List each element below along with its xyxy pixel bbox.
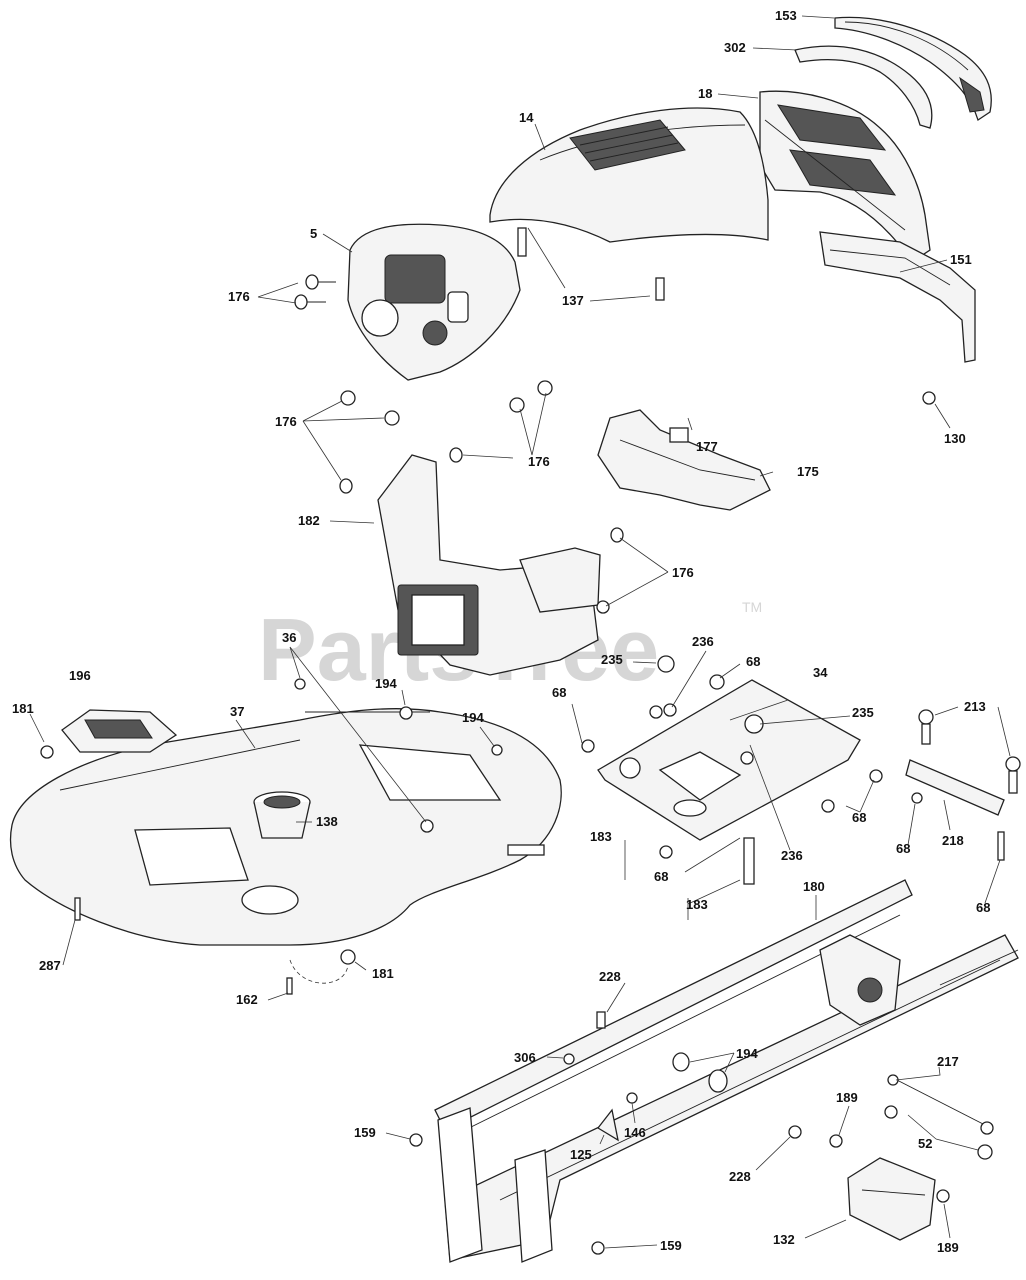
part-34-steering-plate[interactable] [597, 679, 861, 841]
label-159[interactable]: 159 [354, 1125, 376, 1140]
label-235-b[interactable]: 235 [852, 705, 874, 720]
part-176-bolts-upper[interactable] [294, 274, 336, 310]
part-frame-fasteners[interactable] [409, 1011, 993, 1255]
part-302-trim[interactable] [794, 45, 933, 129]
part-151-bracket[interactable] [819, 231, 976, 363]
label-138[interactable]: 138 [316, 814, 338, 829]
label-68-c[interactable]: 68 [852, 810, 866, 825]
part-218-drag-link[interactable] [905, 759, 1005, 816]
label-68-d[interactable]: 68 [896, 841, 910, 856]
label-132[interactable]: 132 [773, 1232, 795, 1247]
label-181-b[interactable]: 181 [372, 966, 394, 981]
label-180[interactable]: 180 [803, 879, 825, 894]
part-153-hood-trim[interactable] [834, 16, 992, 122]
label-236-b[interactable]: 236 [781, 848, 803, 863]
label-235[interactable]: 235 [601, 652, 623, 667]
label-194-b[interactable]: 194 [462, 710, 484, 725]
part-137-pin[interactable] [655, 277, 665, 301]
label-153[interactable]: 153 [775, 8, 797, 23]
label-306[interactable]: 306 [514, 1050, 536, 1065]
part-5-dash-panel[interactable] [347, 223, 521, 381]
label-181[interactable]: 181 [12, 701, 34, 716]
label-228-b[interactable]: 228 [729, 1169, 751, 1184]
label-151[interactable]: 151 [950, 252, 972, 267]
part-177-clip[interactable] [669, 427, 689, 443]
part-plate-fasteners[interactable] [581, 655, 883, 885]
callout-labels: 153 302 18 14 5 176 137 151 130 176 176 … [12, 8, 990, 1255]
label-37[interactable]: 37 [230, 704, 244, 719]
part-14-hood[interactable] [489, 107, 769, 257]
label-159-b[interactable]: 159 [660, 1238, 682, 1253]
label-183[interactable]: 183 [590, 829, 612, 844]
part-189-screw[interactable] [936, 1189, 950, 1203]
part-130-screw[interactable] [922, 391, 936, 405]
label-146[interactable]: 146 [624, 1125, 646, 1140]
label-302[interactable]: 302 [724, 40, 746, 55]
label-194-c[interactable]: 194 [736, 1046, 758, 1061]
label-176-c[interactable]: 176 [528, 454, 550, 469]
label-287[interactable]: 287 [39, 958, 61, 973]
leader-lines [29, 15, 1011, 1249]
label-162[interactable]: 162 [236, 992, 258, 1007]
part-217-rod[interactable] [887, 1074, 994, 1135]
label-176-b[interactable]: 176 [275, 414, 297, 429]
label-125[interactable]: 125 [570, 1147, 592, 1162]
label-182[interactable]: 182 [298, 513, 320, 528]
label-34[interactable]: 34 [813, 665, 828, 680]
label-68-e[interactable]: 68 [976, 900, 990, 915]
part-196-control-panel[interactable] [61, 709, 178, 753]
part-18-grille[interactable] [759, 90, 931, 263]
label-176-d[interactable]: 176 [672, 565, 694, 580]
label-18[interactable]: 18 [698, 86, 712, 101]
label-194[interactable]: 194 [375, 676, 397, 691]
part-176-nuts[interactable] [340, 380, 553, 426]
label-213[interactable]: 213 [964, 699, 986, 714]
label-183-b[interactable]: 183 [686, 897, 708, 912]
label-130[interactable]: 130 [944, 431, 966, 446]
part-213-bolts[interactable] [911, 709, 1021, 861]
label-14[interactable]: 14 [519, 110, 534, 125]
label-228[interactable]: 228 [599, 969, 621, 984]
label-236[interactable]: 236 [692, 634, 714, 649]
label-218[interactable]: 218 [942, 833, 964, 848]
label-36[interactable]: 36 [282, 630, 296, 645]
label-176[interactable]: 176 [228, 289, 250, 304]
label-189[interactable]: 189 [836, 1090, 858, 1105]
part-182-dash-lower[interactable] [377, 454, 601, 676]
label-175[interactable]: 175 [797, 464, 819, 479]
watermark-trademark: TM [742, 599, 762, 615]
hood-vent-grille [569, 119, 686, 171]
part-175-mount-bracket[interactable] [597, 409, 771, 511]
label-5[interactable]: 5 [310, 226, 317, 241]
part-132-cover[interactable] [847, 1157, 936, 1241]
label-217[interactable]: 217 [937, 1054, 959, 1069]
part-176-bolts-lower[interactable] [339, 447, 624, 614]
label-137[interactable]: 137 [562, 293, 584, 308]
label-177[interactable]: 177 [696, 439, 718, 454]
label-189-b[interactable]: 189 [937, 1240, 959, 1255]
label-52[interactable]: 52 [918, 1136, 932, 1151]
label-196[interactable]: 196 [69, 668, 91, 683]
label-68-b[interactable]: 68 [552, 685, 566, 700]
part-180-frame[interactable] [434, 879, 1019, 1263]
part-138-boot[interactable] [253, 791, 311, 839]
part-pan-fasteners[interactable] [40, 678, 503, 995]
label-68-f[interactable]: 68 [654, 869, 668, 884]
label-68[interactable]: 68 [746, 654, 760, 669]
